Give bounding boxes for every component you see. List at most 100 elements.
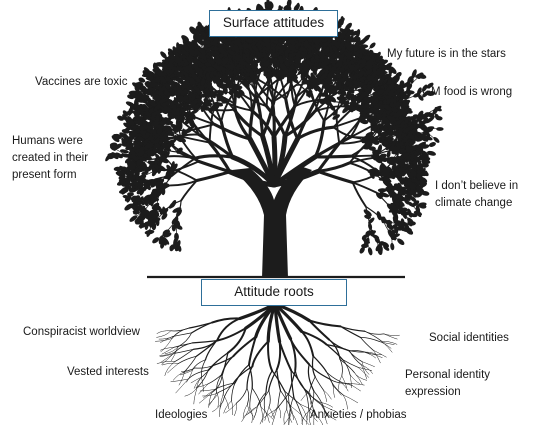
leaf xyxy=(127,94,135,100)
leaf xyxy=(204,47,212,53)
branch xyxy=(169,179,198,187)
leaf xyxy=(363,34,371,41)
branch xyxy=(265,80,271,108)
leaf xyxy=(138,77,146,83)
leaf xyxy=(146,81,154,87)
leaf xyxy=(155,153,162,162)
branch xyxy=(338,121,359,145)
leaf xyxy=(257,3,264,12)
branch xyxy=(219,119,235,159)
branch xyxy=(258,79,287,101)
leaf xyxy=(369,42,376,49)
leaf xyxy=(187,93,197,98)
leaf xyxy=(216,96,226,102)
branch xyxy=(197,133,235,159)
branch xyxy=(173,169,198,182)
leaf xyxy=(193,86,201,93)
branch xyxy=(255,97,265,138)
leaf xyxy=(127,163,136,168)
leaf xyxy=(128,188,137,193)
leaf xyxy=(266,0,271,9)
leaf xyxy=(174,81,180,88)
branch xyxy=(351,181,378,194)
branch xyxy=(265,104,287,138)
leaf xyxy=(129,148,136,155)
leaf xyxy=(428,142,436,147)
leaf xyxy=(144,82,153,90)
leaf xyxy=(122,114,128,122)
branch xyxy=(296,125,336,141)
branch xyxy=(348,142,368,164)
leaf xyxy=(200,103,207,112)
leaf xyxy=(197,21,203,29)
leaf xyxy=(125,101,135,107)
leaf xyxy=(220,43,227,52)
branch xyxy=(208,141,232,174)
branch xyxy=(294,98,324,108)
branch xyxy=(348,156,375,164)
leaf xyxy=(182,58,190,65)
leaf xyxy=(135,98,146,103)
leaf xyxy=(245,38,253,43)
leaf xyxy=(373,172,381,177)
branch xyxy=(332,117,361,129)
leaf xyxy=(111,135,120,143)
leaf xyxy=(119,149,129,154)
leaf xyxy=(286,0,292,7)
leaf xyxy=(310,66,318,71)
leaf xyxy=(134,86,140,93)
leaf xyxy=(189,26,197,33)
branch xyxy=(313,135,353,159)
leaf xyxy=(356,28,361,38)
leaf xyxy=(113,133,123,139)
branch xyxy=(316,141,341,173)
branch xyxy=(283,95,298,138)
leaf xyxy=(362,145,370,150)
leaf xyxy=(181,35,190,42)
leaf xyxy=(367,247,373,256)
leaf xyxy=(368,222,373,231)
leaf xyxy=(143,67,151,75)
leaf xyxy=(156,159,163,167)
leaf xyxy=(115,152,123,159)
leaf xyxy=(124,110,135,115)
leaf xyxy=(152,68,161,75)
branch xyxy=(313,154,353,159)
leaf xyxy=(140,85,147,92)
branch xyxy=(261,99,276,138)
leaf xyxy=(165,80,172,86)
branch xyxy=(182,136,211,144)
leaf xyxy=(111,152,119,160)
leaf xyxy=(234,66,241,75)
leaf xyxy=(107,154,115,160)
leaf xyxy=(142,70,148,77)
branch xyxy=(232,108,265,138)
leaf xyxy=(117,115,125,121)
branch xyxy=(335,116,341,145)
branch xyxy=(195,170,232,183)
branch xyxy=(182,140,200,163)
leaf xyxy=(390,242,395,251)
branch xyxy=(251,84,268,108)
leaf xyxy=(114,143,122,150)
branch xyxy=(283,109,317,138)
tree-leaves xyxy=(105,0,444,256)
leaf xyxy=(109,142,118,148)
branch xyxy=(271,133,288,188)
leaf xyxy=(121,129,130,134)
leaf xyxy=(144,90,154,95)
leaf xyxy=(154,67,163,74)
branch xyxy=(316,169,355,185)
leaf xyxy=(119,132,128,139)
leaf xyxy=(293,3,300,11)
leaf xyxy=(160,51,167,59)
branch xyxy=(313,83,325,113)
leaf xyxy=(133,102,140,111)
leaf xyxy=(436,127,444,131)
branch xyxy=(220,93,234,123)
branch xyxy=(192,121,211,144)
leaf xyxy=(113,166,122,172)
branch xyxy=(351,181,367,208)
branch xyxy=(174,160,200,172)
